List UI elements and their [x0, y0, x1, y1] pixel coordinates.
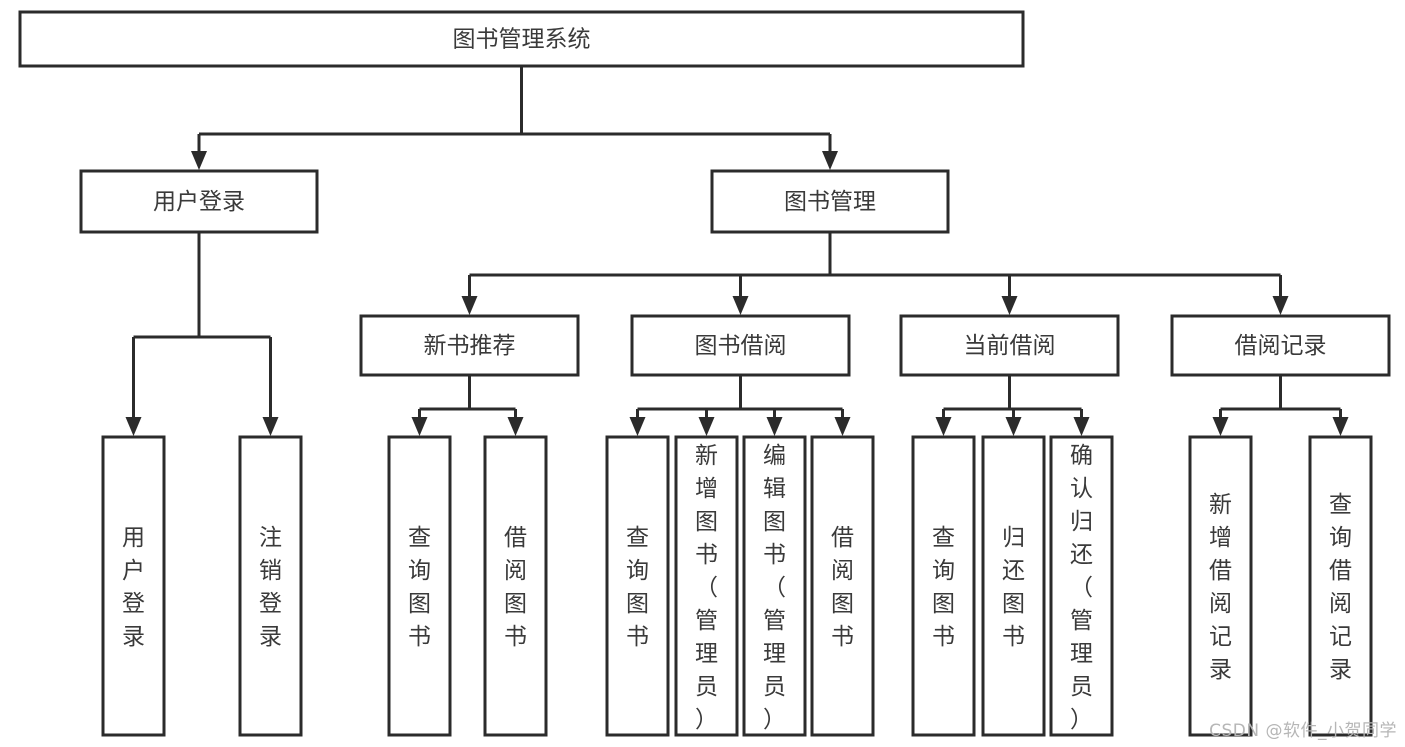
node-leaf-确认归还管理员[interactable]: 确认归还（管理员）	[1049, 435, 1114, 737]
node-leaf-借阅图书[interactable]: 借阅图书	[810, 435, 875, 737]
node-box	[483, 435, 548, 737]
node-label: 当前借阅	[964, 333, 1056, 359]
node-box	[710, 169, 950, 234]
arrow-head-icon	[834, 417, 851, 436]
arrow-head-icon	[1212, 417, 1229, 436]
arrow-head-icon	[1272, 296, 1289, 315]
node-box	[742, 435, 807, 737]
node-box	[18, 10, 1025, 68]
node-box	[605, 435, 670, 737]
arrow-head-icon	[822, 151, 838, 170]
arrow-head-icon	[125, 417, 142, 436]
node-label: 图书管理系统	[453, 27, 591, 53]
arrow-head-icon	[507, 417, 524, 436]
node-leaf-用户登录[interactable]: 用户登录	[101, 435, 166, 737]
node-label: 新增图书（管理员）	[695, 443, 718, 733]
node-leaf-查询借阅记录[interactable]: 查询借阅记录	[1308, 435, 1373, 737]
node-label: 归还图书	[1002, 525, 1025, 650]
node-label: 图书借阅	[695, 333, 787, 359]
node-box	[674, 435, 739, 737]
node-label: 查询借阅记录	[1329, 492, 1352, 683]
node-leaf-查询图书[interactable]: 查询图书	[911, 435, 976, 737]
arrow-head-icon	[1332, 417, 1349, 436]
node-leaf-注销登录[interactable]: 注销登录	[238, 435, 303, 737]
node-level2-图书管理[interactable]: 图书管理	[710, 169, 950, 234]
node-leaf-查询图书[interactable]: 查询图书	[387, 435, 452, 737]
arrow-head-icon	[411, 417, 428, 436]
node-label: 编辑图书（管理员）	[763, 443, 786, 733]
arrow-head-icon	[732, 296, 749, 315]
watermark-text: CSDN @软件_小贺同学	[1209, 721, 1397, 741]
node-level3-借阅记录[interactable]: 借阅记录	[1170, 314, 1391, 377]
node-level3-图书借阅[interactable]: 图书借阅	[630, 314, 851, 377]
arrow-head-icon	[461, 296, 478, 315]
node-label: 注销登录	[259, 525, 282, 650]
node-label: 新增借阅记录	[1209, 492, 1232, 683]
node-layer: 图书管理系统用户登录图书管理新书推荐图书借阅当前借阅借阅记录用户登录注销登录查询…	[18, 10, 1391, 737]
node-box	[359, 314, 580, 377]
node-box	[899, 314, 1120, 377]
node-label: 借阅图书	[831, 525, 854, 650]
node-box	[79, 169, 319, 234]
node-box	[981, 435, 1046, 737]
node-level3-当前借阅[interactable]: 当前借阅	[899, 314, 1120, 377]
arrow-head-icon	[935, 417, 952, 436]
node-box	[911, 435, 976, 737]
arrow-head-icon	[262, 417, 279, 436]
node-label: 用户登录	[153, 189, 245, 215]
arrow-head-icon	[1005, 417, 1022, 436]
node-box	[101, 435, 166, 737]
node-level3-新书推荐[interactable]: 新书推荐	[359, 314, 580, 377]
node-label: 用户登录	[122, 525, 145, 650]
node-label: 借阅图书	[504, 525, 527, 650]
node-box	[630, 314, 851, 377]
node-leaf-新增借阅记录[interactable]: 新增借阅记录	[1188, 435, 1253, 737]
node-box	[1049, 435, 1114, 737]
node-label: 借阅记录	[1235, 333, 1327, 359]
node-leaf-归还图书[interactable]: 归还图书	[981, 435, 1046, 737]
node-leaf-查询图书[interactable]: 查询图书	[605, 435, 670, 737]
node-label: 查询图书	[932, 525, 955, 650]
connector-layer	[125, 66, 1349, 436]
node-box	[238, 435, 303, 737]
arrow-head-icon	[1001, 296, 1018, 315]
node-label: 图书管理	[784, 189, 876, 215]
node-level2-用户登录[interactable]: 用户登录	[79, 169, 319, 234]
arrow-head-icon	[629, 417, 646, 436]
node-box	[1170, 314, 1391, 377]
node-root-图书管理系统[interactable]: 图书管理系统	[18, 10, 1025, 68]
node-label: 确认归还（管理员）	[1070, 443, 1093, 733]
node-label: 查询图书	[408, 525, 431, 650]
arrow-head-icon	[1073, 417, 1090, 436]
node-box	[1188, 435, 1253, 737]
arrow-head-icon	[698, 417, 715, 436]
node-leaf-编辑图书管理员[interactable]: 编辑图书（管理员）	[742, 435, 807, 737]
node-label: 新书推荐	[424, 333, 516, 359]
arrow-head-icon	[766, 417, 783, 436]
arrow-head-icon	[191, 151, 207, 170]
node-box	[810, 435, 875, 737]
node-label: 查询图书	[626, 525, 649, 650]
node-box	[1308, 435, 1373, 737]
node-box	[387, 435, 452, 737]
node-leaf-新增图书管理员[interactable]: 新增图书（管理员）	[674, 435, 739, 737]
node-leaf-借阅图书[interactable]: 借阅图书	[483, 435, 548, 737]
